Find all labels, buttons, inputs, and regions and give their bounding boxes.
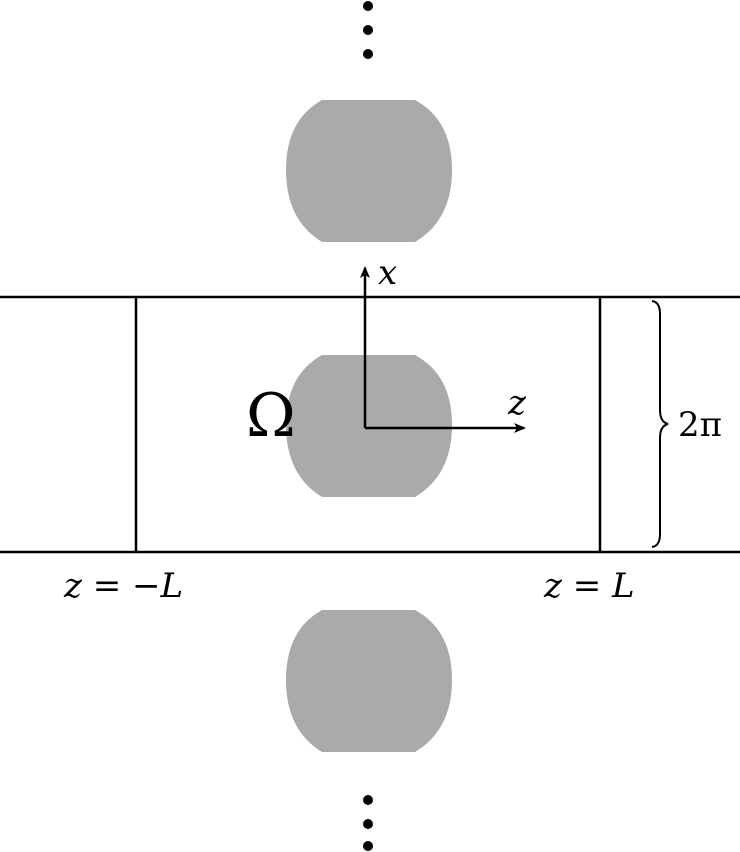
obstacle-top bbox=[286, 100, 452, 242]
left-boundary-label: z = −L bbox=[63, 566, 183, 606]
axis-x-label: x bbox=[378, 253, 397, 293]
obstacle-center bbox=[286, 355, 452, 497]
top-ellipsis bbox=[363, 1, 373, 59]
bottom-ellipsis bbox=[363, 795, 373, 851]
axis-z-label: z bbox=[507, 383, 527, 423]
domain-label: Ω bbox=[246, 381, 296, 451]
period-label: 2π bbox=[678, 405, 722, 445]
obstacle-bottom bbox=[286, 610, 452, 752]
right-boundary-label: z = L bbox=[543, 566, 635, 606]
period-brace bbox=[651, 300, 669, 548]
